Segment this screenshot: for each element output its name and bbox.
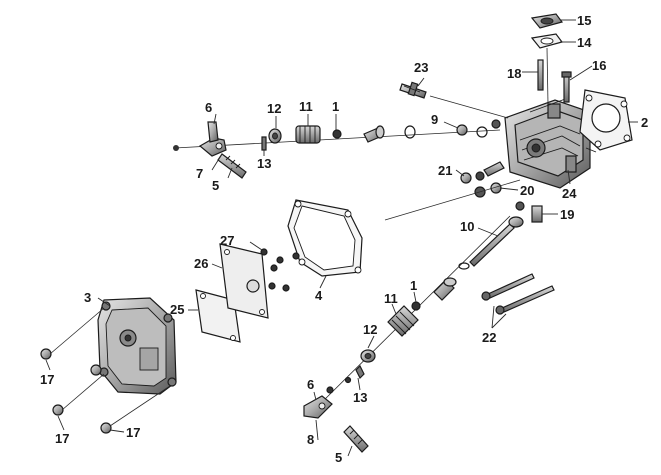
callout-20: 20 <box>520 183 534 198</box>
intake-gasket <box>530 33 564 49</box>
callout-26: 26 <box>194 256 208 271</box>
head-long-bolts <box>481 273 555 315</box>
adjuster-nut-upper <box>173 145 179 151</box>
callout-11-upper: 11 <box>299 99 313 114</box>
spring-seat-lower <box>411 301 421 311</box>
oring-upper <box>404 125 416 139</box>
callout-23: 23 <box>414 60 428 75</box>
valve-stem-seal <box>456 119 501 138</box>
callout-3: 3 <box>84 290 91 305</box>
spark-plug <box>399 81 427 99</box>
spring-seat-upper <box>332 129 342 139</box>
valve-guide-lower <box>433 277 457 301</box>
callout-13-lower: 13 <box>353 390 367 405</box>
callout-13-upper: 13 <box>257 156 271 171</box>
callout-17-b: 17 <box>55 431 69 446</box>
callout-22: 22 <box>482 330 496 345</box>
valve-spring-lower <box>387 305 419 337</box>
callout-9: 9 <box>431 112 438 127</box>
spring-retainer-upper <box>268 128 282 144</box>
cover-bolts <box>40 307 171 434</box>
callout-16: 16 <box>592 58 606 73</box>
callout-10: 10 <box>460 219 474 234</box>
plug-bolt <box>474 182 502 198</box>
stud-bolt <box>537 59 544 91</box>
cylinder-head <box>504 97 597 189</box>
cover-gasket <box>287 199 363 277</box>
callout-7: 7 <box>196 166 203 181</box>
seal-washer <box>460 161 505 184</box>
callout-2: 2 <box>641 115 648 130</box>
callout-8: 8 <box>307 432 314 447</box>
cover-plate-inner <box>219 243 269 319</box>
valve-spring-upper <box>295 125 321 144</box>
valve-keeper-lower <box>344 364 365 384</box>
callout-4: 4 <box>315 288 323 303</box>
leader-lines <box>45 19 638 457</box>
callout-24: 24 <box>562 186 577 201</box>
callout-5-lower: 5 <box>335 450 342 465</box>
valve-keeper-upper <box>261 136 267 151</box>
callout-5-upper: 5 <box>212 178 219 193</box>
oring-lower <box>458 262 470 270</box>
exhaust-stud <box>561 71 572 103</box>
callout-12-upper: 12 <box>267 101 281 116</box>
callout-14: 14 <box>577 35 592 50</box>
callout-15: 15 <box>577 13 591 28</box>
spring-retainer-lower <box>360 349 376 363</box>
rocker-shaft-lower <box>343 425 369 453</box>
callout-6-upper: 6 <box>205 100 212 115</box>
callout-12-lower: 12 <box>363 322 377 337</box>
callout-1-lower: 1 <box>410 278 417 293</box>
rocker-shaft-upper <box>217 153 247 179</box>
callout-25: 25 <box>170 302 184 317</box>
callout-17-c: 17 <box>126 425 140 440</box>
intake-flange <box>530 13 564 29</box>
head-gasket <box>579 89 633 151</box>
callout-17-a: 17 <box>40 372 54 387</box>
callout-1-upper: 1 <box>332 99 339 114</box>
valve-guide-upper <box>363 125 385 143</box>
rocker-arm-lower <box>303 386 334 419</box>
callout-labels: 6 7 5 12 11 1 13 9 23 18 16 15 14 2 21 2… <box>40 13 648 465</box>
rocker-arm-upper <box>198 121 227 157</box>
callout-21: 21 <box>438 163 452 178</box>
valve-stem-lower <box>469 201 525 267</box>
callout-6-lower: 6 <box>307 377 314 392</box>
valve-cover <box>97 297 177 395</box>
dowel-pin <box>531 205 543 223</box>
callout-18: 18 <box>507 66 521 81</box>
plate-bolts <box>260 248 300 292</box>
callout-11-lower: 11 <box>384 291 398 306</box>
callout-27: 27 <box>220 233 234 248</box>
callout-19: 19 <box>560 207 574 222</box>
